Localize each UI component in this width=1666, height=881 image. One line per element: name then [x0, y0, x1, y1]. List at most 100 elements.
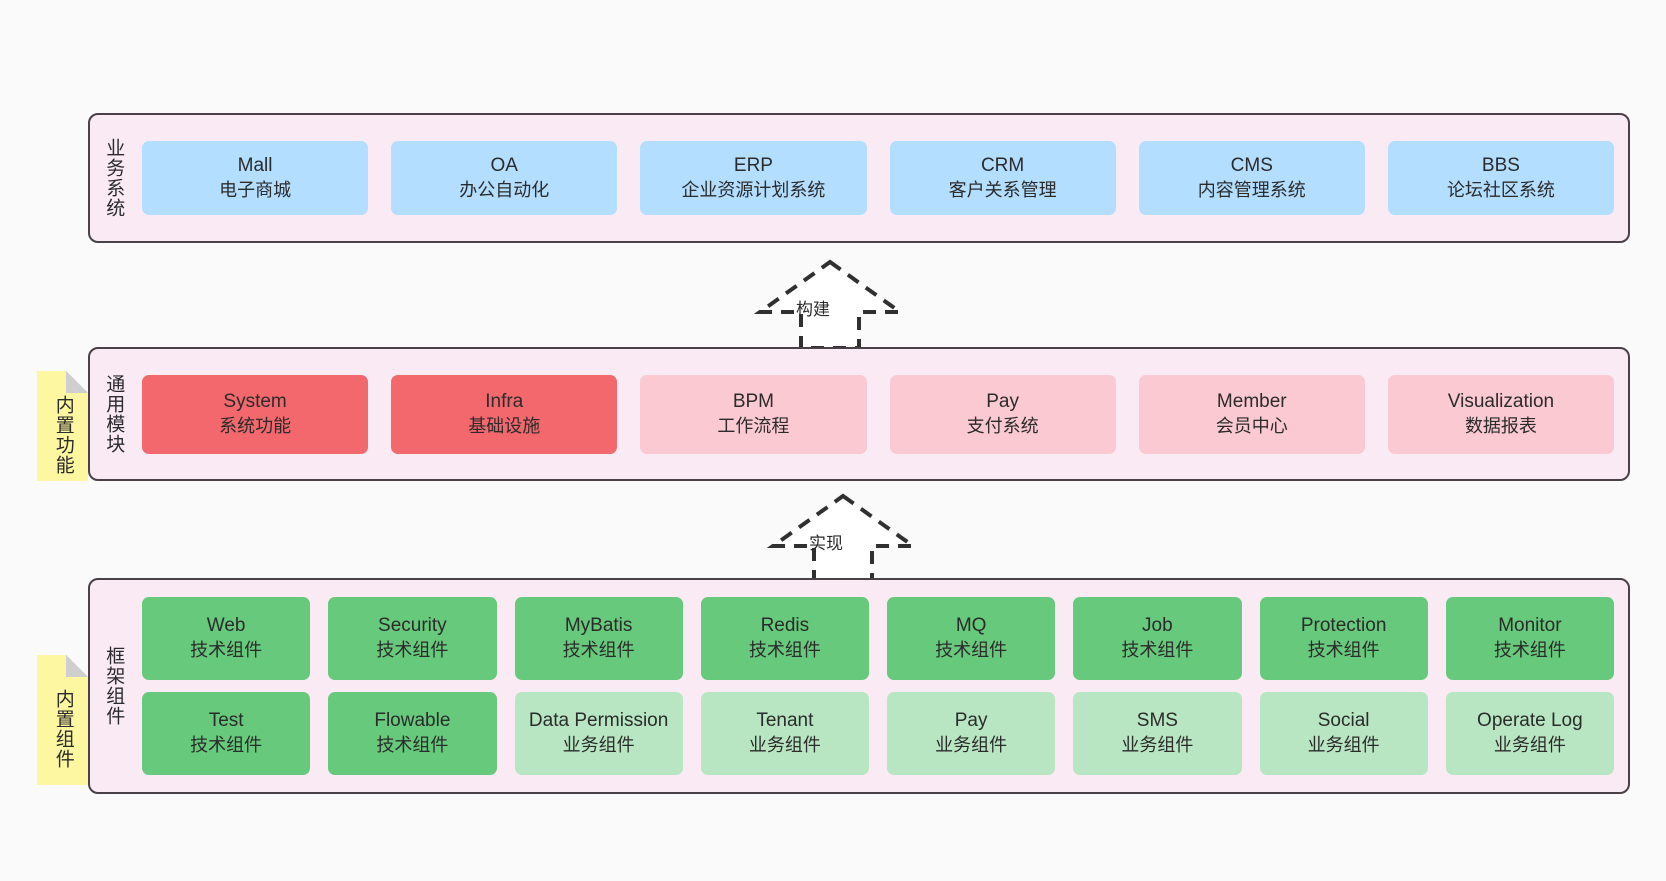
- card-title: Protection: [1300, 615, 1387, 637]
- card-title: Member: [1216, 390, 1287, 412]
- card-desc: 技术组件: [1121, 640, 1194, 661]
- arrow-build-up: 构建: [753, 258, 907, 350]
- card-desc: 技术组件: [376, 735, 449, 756]
- card-title: Redis: [760, 615, 810, 637]
- card-title: CMS: [1230, 154, 1273, 176]
- card-title: Infra: [485, 390, 524, 412]
- layer-body-business: Mall 电子商城 OA 办公自动化 ERP 企业资源计划系统 CRM 客户关系…: [136, 115, 1628, 241]
- card-desc: 支付系统: [966, 415, 1039, 436]
- card-desc: 业务组件: [748, 735, 821, 756]
- card-title: Social: [1317, 710, 1370, 732]
- card-bpm[interactable]: BPM 工作流程: [640, 374, 867, 454]
- card-title: Pay: [954, 710, 988, 732]
- card-tenant[interactable]: Tenant 业务组件: [700, 692, 869, 775]
- arrow-implement-label: 实现: [809, 534, 843, 553]
- card-visualization[interactable]: Visualization 数据报表: [1387, 374, 1615, 454]
- layer-common-module: 通用模块 System 系统功能 Infra 基础设施 BPM 工作流程 Pay…: [88, 347, 1630, 481]
- card-bbs[interactable]: BBS 论坛社区系统: [1387, 141, 1615, 215]
- card-flowable[interactable]: Flowable 技术组件: [328, 692, 497, 775]
- card-job[interactable]: Job 技术组件: [1073, 597, 1242, 680]
- card-row: Web 技术组件 Security 技术组件 MyBatis 技术组件 Redi…: [142, 597, 1614, 680]
- card-row: System 系统功能 Infra 基础设施 BPM 工作流程 Pay 支付系统…: [142, 374, 1615, 454]
- card-title: Monitor: [1498, 615, 1562, 637]
- card-monitor[interactable]: Monitor 技术组件: [1445, 597, 1614, 680]
- card-protection[interactable]: Protection 技术组件: [1259, 597, 1428, 680]
- card-crm[interactable]: CRM 客户关系管理: [889, 141, 1116, 215]
- card-desc: 技术组件: [190, 735, 263, 756]
- card-desc: 业务组件: [1121, 735, 1194, 756]
- card-desc: 业务组件: [935, 735, 1008, 756]
- card-title: Flowable: [374, 710, 451, 732]
- card-title: ERP: [733, 154, 773, 176]
- card-desc: 数据报表: [1464, 415, 1537, 436]
- layer-body-framework: Web 技术组件 Security 技术组件 MyBatis 技术组件 Redi…: [136, 580, 1628, 792]
- card-sms[interactable]: SMS 业务组件: [1073, 692, 1242, 775]
- card-title: OA: [490, 154, 518, 176]
- card-title: CRM: [980, 154, 1025, 176]
- card-desc: 办公自动化: [459, 179, 550, 200]
- sticky-note-builtin-component: 内置组件: [37, 655, 88, 785]
- card-row: Mall 电子商城 OA 办公自动化 ERP 企业资源计划系统 CRM 客户关系…: [142, 141, 1615, 215]
- card-cms[interactable]: CMS 内容管理系统: [1138, 141, 1365, 215]
- card-redis[interactable]: Redis 技术组件: [700, 597, 869, 680]
- card-desc: 技术组件: [1493, 640, 1566, 661]
- layer-body-common: System 系统功能 Infra 基础设施 BPM 工作流程 Pay 支付系统…: [136, 349, 1628, 479]
- card-mq[interactable]: MQ 技术组件: [887, 597, 1056, 680]
- card-web[interactable]: Web 技术组件: [142, 597, 311, 680]
- card-desc: 企业资源计划系统: [681, 179, 826, 200]
- layer-framework-component: 框架组件 Web 技术组件 Security 技术组件 MyBatis 技术组件…: [88, 578, 1630, 794]
- card-desc: 技术组件: [376, 640, 449, 661]
- card-title: MyBatis: [564, 615, 633, 637]
- card-title: BPM: [732, 390, 775, 412]
- card-mybatis[interactable]: MyBatis 技术组件: [514, 597, 683, 680]
- card-security[interactable]: Security 技术组件: [328, 597, 497, 680]
- card-pay-biz[interactable]: Pay 业务组件: [887, 692, 1056, 775]
- card-title: Tenant: [756, 710, 814, 732]
- card-member[interactable]: Member 会员中心: [1138, 374, 1365, 454]
- card-title: Security: [378, 615, 447, 637]
- card-pay[interactable]: Pay 支付系统: [889, 374, 1116, 454]
- card-title: Test: [208, 710, 244, 732]
- card-title: SMS: [1136, 710, 1178, 732]
- card-desc: 内容管理系统: [1197, 179, 1306, 200]
- card-oa[interactable]: OA 办公自动化: [391, 141, 618, 215]
- arrow-implement-up: 实现: [766, 492, 920, 584]
- card-desc: 工作流程: [717, 415, 790, 436]
- card-title: Web: [206, 615, 246, 637]
- card-title: BBS: [1481, 154, 1520, 176]
- card-desc: 论坛社区系统: [1446, 179, 1555, 200]
- card-desc: 业务组件: [1493, 735, 1566, 756]
- layer-title-common: 通用模块: [103, 374, 125, 454]
- card-desc: 技术组件: [562, 640, 635, 661]
- card-desc: 技术组件: [748, 640, 821, 661]
- card-desc: 客户关系管理: [948, 179, 1057, 200]
- layer-title-framework: 框架组件: [103, 646, 125, 726]
- layer-title-business: 业务系统: [103, 138, 125, 218]
- card-test[interactable]: Test 技术组件: [142, 692, 311, 775]
- card-title: Visualization: [1447, 390, 1555, 412]
- card-desc: 业务组件: [1307, 735, 1380, 756]
- card-data-permission[interactable]: Data Permission 业务组件: [514, 692, 683, 775]
- card-infra[interactable]: Infra 基础设施: [391, 374, 618, 454]
- card-system[interactable]: System 系统功能: [142, 374, 369, 454]
- card-title: System: [223, 390, 287, 412]
- card-mall[interactable]: Mall 电子商城: [142, 141, 369, 215]
- arrow-build-label: 构建: [796, 300, 830, 319]
- card-desc: 系统功能: [219, 415, 292, 436]
- card-desc: 技术组件: [190, 640, 263, 661]
- layer-business-system: 业务系统 Mall 电子商城 OA 办公自动化 ERP 企业资源计划系统 CRM…: [88, 113, 1630, 243]
- card-row: Test 技术组件 Flowable 技术组件 Data Permission …: [142, 692, 1614, 775]
- card-desc: 技术组件: [1307, 640, 1380, 661]
- card-title: Data Permission: [528, 710, 669, 732]
- card-erp[interactable]: ERP 企业资源计划系统: [640, 141, 867, 215]
- card-title: Job: [1142, 615, 1173, 637]
- card-title: MQ: [955, 615, 987, 637]
- card-operate-log[interactable]: Operate Log 业务组件: [1445, 692, 1614, 775]
- card-desc: 业务组件: [562, 735, 635, 756]
- card-desc: 技术组件: [935, 640, 1008, 661]
- card-desc: 基础设施: [468, 415, 541, 436]
- card-social[interactable]: Social 业务组件: [1259, 692, 1428, 775]
- card-desc: 会员中心: [1215, 415, 1288, 436]
- card-title: Pay: [986, 390, 1019, 412]
- card-desc: 电子商城: [219, 179, 292, 200]
